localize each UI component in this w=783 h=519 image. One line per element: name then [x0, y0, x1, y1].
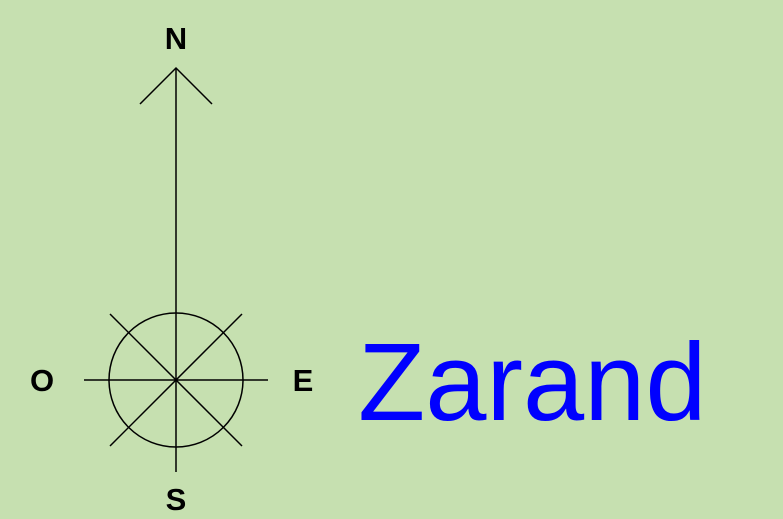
- north-label: N: [165, 21, 187, 56]
- north-arrowhead-icon: [139, 66, 213, 105]
- west-label: O: [30, 363, 54, 398]
- east-label: E: [293, 363, 314, 398]
- diagonal-ne-sw: [109, 313, 243, 447]
- south-label: S: [166, 482, 187, 517]
- place-name: Zarand: [358, 321, 707, 444]
